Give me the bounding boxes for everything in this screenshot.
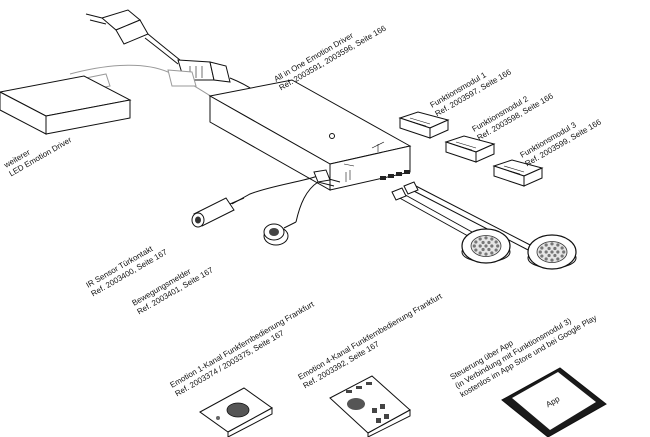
smartphone-app: App (501, 367, 607, 437)
led-dot (494, 248, 498, 252)
main-driver-box (208, 79, 412, 191)
label-remote-1: Emotion 1-Kanal Funkfernbedienung Frankf… (169, 299, 317, 398)
remote1-title: Emotion 1-Kanal Funkfernbedienung Frankf… (169, 299, 317, 389)
led-spot-2 (527, 234, 577, 270)
label-led-driver: weiterer LED Emotion Driver (2, 135, 74, 178)
led-dot (487, 247, 491, 252)
led-dot (538, 250, 542, 254)
led-dot (556, 257, 560, 261)
led-dot (544, 250, 548, 254)
led-dot (547, 246, 551, 251)
led-dot (487, 240, 491, 245)
led-dot (550, 242, 554, 246)
led-dot (478, 237, 482, 241)
led-dot (474, 248, 478, 252)
led-dot (544, 243, 548, 247)
label-remote-4: Emotion 4-Kanal Funkfernbedienung Frankf… (297, 291, 445, 390)
led-dot (490, 244, 494, 248)
label-main-driver: All in One Emotion Driver Ref. 2003591, … (273, 23, 389, 92)
led-dot (550, 250, 554, 254)
led-dot (472, 244, 476, 248)
spot-cables (391, 181, 537, 253)
led-dot (562, 250, 566, 254)
led-dot (496, 244, 500, 248)
led-dot (560, 246, 564, 250)
remote-1-channel (199, 387, 273, 437)
led-emotion-driver-secondary (0, 75, 132, 135)
led-dot (550, 258, 554, 262)
led-dot (540, 246, 544, 250)
led-dot (478, 251, 482, 255)
led-dot (556, 243, 560, 247)
led-dot (494, 240, 498, 244)
led-dot (544, 257, 548, 261)
led-dot (484, 252, 488, 256)
ir-sensor (191, 197, 245, 228)
motion-detector (263, 221, 297, 246)
led-dot (481, 240, 485, 245)
function-module-2 (444, 135, 496, 163)
power-plug (85, 9, 181, 65)
led-dot (490, 237, 494, 241)
led-dot (474, 240, 478, 244)
led-spot-1 (461, 228, 511, 264)
sensor-cables (231, 169, 341, 223)
remote1-ref: Ref. 2003374 / 2003375, Seite 167 (174, 328, 286, 398)
label-module-3: Funktionsmodul 3 Ref. 2003599, Seite 166 (519, 117, 604, 168)
led-dot (547, 253, 551, 258)
led-dot (553, 246, 557, 251)
remote4-title: Emotion 4-Kanal Funkfernbedienung Frankf… (297, 291, 445, 381)
remote-4-channel (329, 375, 411, 437)
led-dot (481, 247, 485, 252)
led-dot (490, 251, 494, 255)
led-dot (556, 250, 560, 254)
led-dot (478, 244, 482, 248)
led-dot (484, 244, 488, 248)
led-dot (553, 253, 557, 258)
driver-ref: Ref. 2003591, 2003596, Seite 166 (278, 23, 389, 92)
function-module-1 (398, 111, 450, 139)
led-dot (540, 254, 544, 258)
led-dot (484, 236, 488, 240)
led-dot (560, 254, 564, 258)
function-module-3 (492, 159, 544, 187)
